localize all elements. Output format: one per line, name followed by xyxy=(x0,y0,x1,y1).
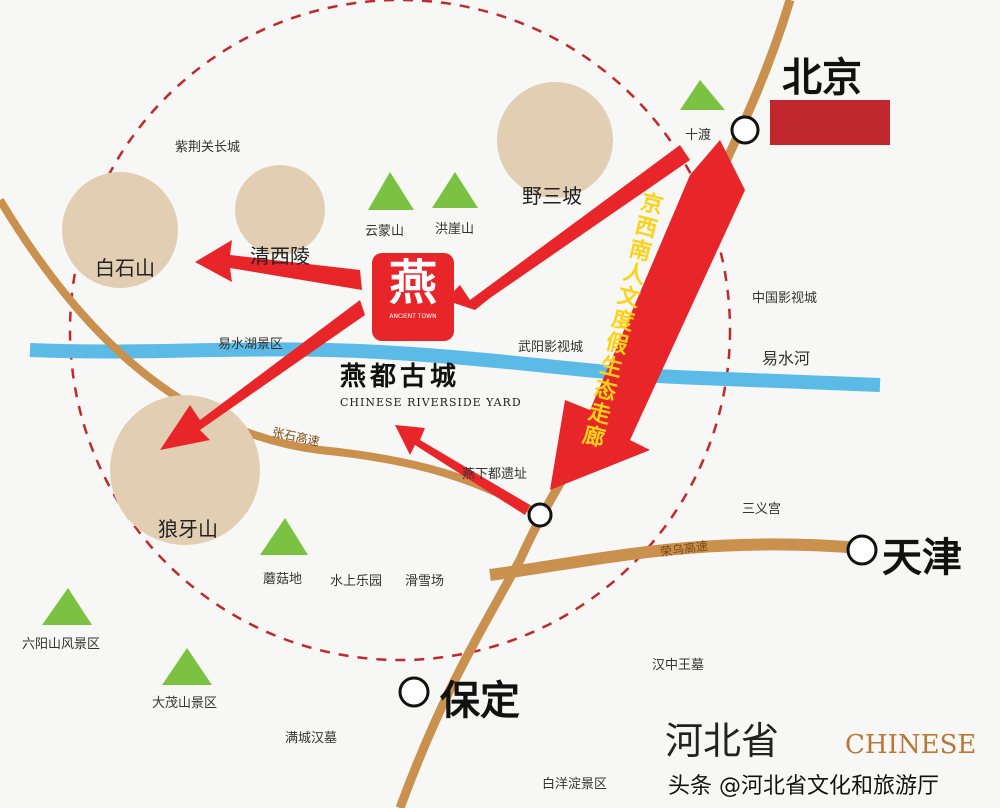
site-liuyang: 六阳山风景区 xyxy=(22,637,101,652)
tiananmen-icon xyxy=(770,100,890,145)
site-sanyigong: 三义宫 xyxy=(742,502,782,517)
site-shidu: 十渡 xyxy=(685,128,712,143)
arrow-to-yanxiadu xyxy=(395,425,530,515)
circle-qingxiling xyxy=(235,165,325,255)
river-label: 易水河 xyxy=(762,349,811,368)
label-langyashan: 狼牙山 xyxy=(158,517,218,541)
site-film-city: 武阳影视城 xyxy=(518,340,584,355)
arrow-to-langyashan xyxy=(160,300,365,450)
site-ski: 滑雪场 xyxy=(405,574,445,589)
circle-langyashan xyxy=(110,395,260,545)
brand-text: CHINESE xyxy=(845,730,977,760)
circle-baishishan xyxy=(62,172,178,288)
road-zhangshi xyxy=(0,197,543,519)
arrow-to-baishishan xyxy=(195,240,362,290)
site-yishuihu: 易水湖景区 xyxy=(218,337,284,352)
site-yanxiadu: 燕下都遗址 xyxy=(462,467,528,482)
site-mancheng: 满城汉墓 xyxy=(285,731,338,746)
site-damaoshan: 大茂山景区 xyxy=(152,696,218,711)
site-baiyangdian: 白洋淀景区 xyxy=(542,777,608,792)
city-baoding: 保定 xyxy=(440,677,520,724)
city-tianjin: 天津 xyxy=(882,534,962,581)
circle-yesanpo xyxy=(497,82,613,198)
arrow-to-center xyxy=(445,145,690,310)
city-beijing: 北京 xyxy=(782,54,862,101)
label-qingxiling: 清西陵 xyxy=(250,244,310,268)
province-label: 河北省 xyxy=(665,719,780,763)
corridor-arrow xyxy=(550,140,745,490)
city-markers xyxy=(398,115,878,708)
site-yunmengshan: 云蒙山 xyxy=(365,224,405,239)
road-rongwu xyxy=(489,538,861,581)
site-hanzhongwang: 汉中王墓 xyxy=(652,658,705,673)
label-baishishan: 白石山 xyxy=(95,256,155,280)
label-yesanpo: 野三坡 xyxy=(522,184,582,208)
site-mushroom: 蘑菇地 xyxy=(263,572,303,587)
mountain-icons xyxy=(42,80,725,685)
dashed-radius-circle xyxy=(68,0,732,662)
center-subtitle: CHINESE RIVERSIDE YARD xyxy=(340,396,522,409)
site-zijingguan: 紫荆关长城 xyxy=(175,140,241,155)
site-water-park: 水上乐园 xyxy=(330,574,383,589)
watermark: 头条 @河北省文化和旅游厅 xyxy=(668,774,939,799)
site-china-film: 中国影视城 xyxy=(752,291,818,306)
center-title: 燕都古城 xyxy=(340,362,461,392)
site-hongyashan: 洪崖山 xyxy=(435,222,475,237)
